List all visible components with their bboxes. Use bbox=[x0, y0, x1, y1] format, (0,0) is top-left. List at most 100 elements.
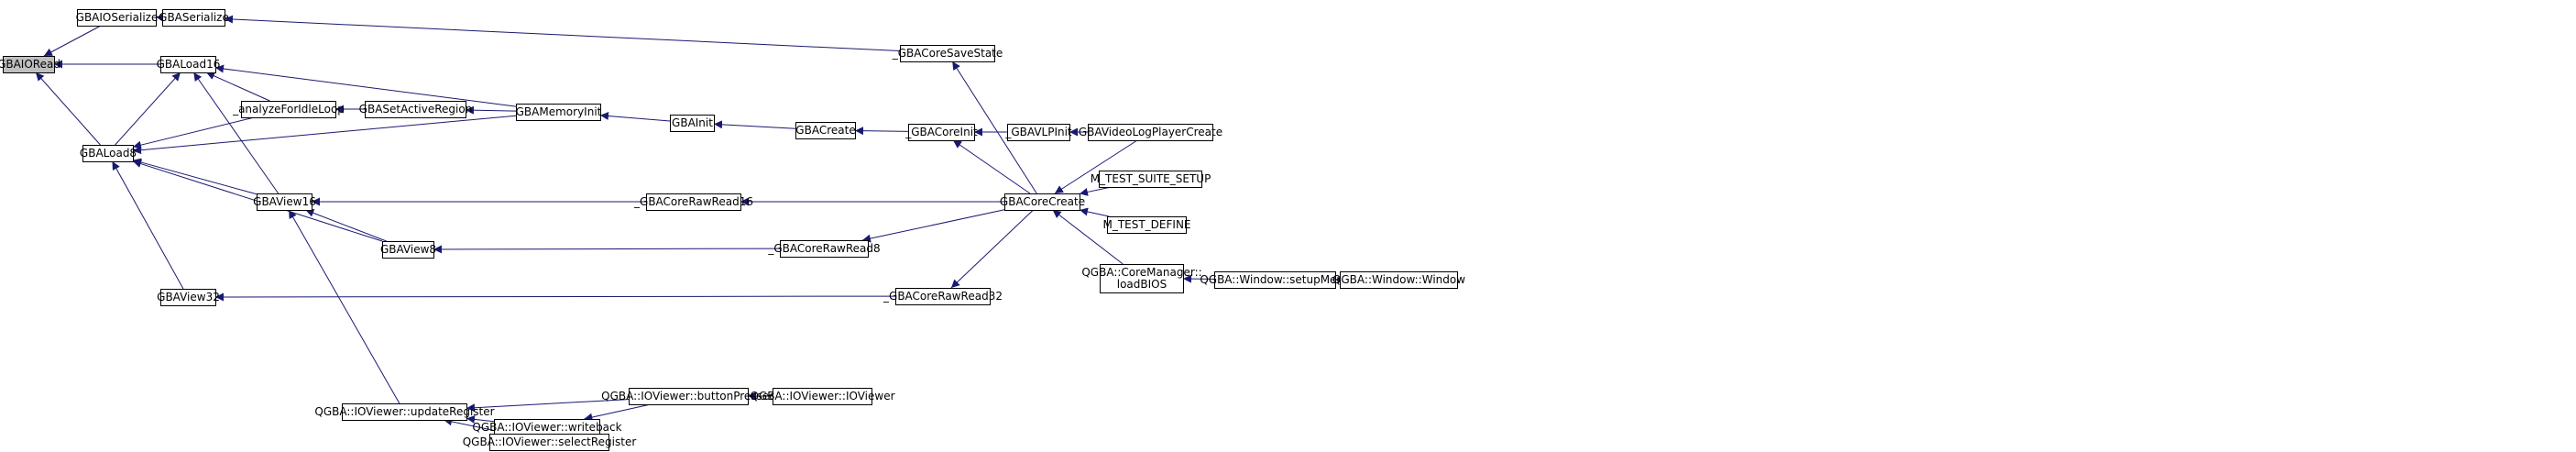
node-gbacorecreate[interactable]: GBACoreCreate bbox=[1000, 193, 1085, 211]
node-label: GBASetActiveRegion bbox=[359, 103, 473, 116]
node-ioviewer[interactable]: QGBA::IOViewer::IOViewer bbox=[750, 388, 895, 405]
node-box[interactable] bbox=[795, 122, 856, 139]
node-gbacorerawread32[interactable]: _GBACoreRawRead32 bbox=[882, 288, 1003, 305]
node-box[interactable] bbox=[162, 9, 225, 27]
edge-buttonpressed-to-writeback bbox=[584, 403, 652, 422]
node-box[interactable] bbox=[1088, 124, 1213, 141]
node-analyzeforidleloop[interactable]: _analyzeForIdleLoop bbox=[232, 101, 345, 118]
node-box[interactable] bbox=[382, 241, 434, 259]
edge-gbaview16-to-gbaload8 bbox=[132, 158, 258, 195]
node-label: QGBA::Window::Window bbox=[1332, 273, 1465, 286]
node-label: GBAView16 bbox=[253, 195, 316, 208]
node-buttonpressed[interactable]: QGBA::IOViewer::buttonPressed bbox=[601, 388, 776, 405]
edge-gbaview8-to-gbaview16 bbox=[305, 209, 387, 242]
node-gbamemoryinit[interactable]: GBAMemoryInit bbox=[516, 104, 602, 121]
edge-gbamemoryinit-to-gbaload16 bbox=[214, 64, 517, 107]
node-gbaview8[interactable]: GBAView8 bbox=[380, 241, 436, 259]
node-selectregister[interactable]: QGBA::IOViewer::selectRegister bbox=[463, 434, 637, 451]
node-gbaload8[interactable]: GBALoad8 bbox=[80, 145, 137, 162]
edge-gbavideologplayercreate-to-gbacorecreate bbox=[1054, 139, 1138, 194]
node-gbacorerawread16[interactable]: _GBACoreRawRead16 bbox=[633, 193, 753, 211]
edge-gbamemoryinit-to-gbasetactiveregion bbox=[465, 105, 517, 115]
node-label: QGBA::CoreManager:: bbox=[1081, 266, 1201, 279]
node-box[interactable] bbox=[365, 101, 466, 118]
node-gbacreate[interactable]: GBACreate bbox=[795, 122, 856, 139]
node-box[interactable] bbox=[160, 289, 216, 306]
node-gbaioread[interactable]: GBAIORead bbox=[0, 56, 60, 73]
node-box[interactable] bbox=[1107, 216, 1187, 234]
node-label: QGBA::IOViewer::updateRegister bbox=[314, 405, 494, 418]
node-window[interactable]: QGBA::Window::Window bbox=[1332, 271, 1465, 289]
node-box[interactable] bbox=[160, 56, 216, 73]
node-box[interactable] bbox=[908, 124, 975, 141]
node-gbavlpinit[interactable]: _GBAVLPInit bbox=[1004, 124, 1072, 141]
node-box[interactable] bbox=[629, 388, 749, 405]
edge-gbacoreinit-to-gbacreate bbox=[854, 127, 909, 136]
node-box[interactable] bbox=[1007, 124, 1070, 141]
node-box[interactable] bbox=[1100, 264, 1184, 293]
node-label: loadBIOS bbox=[1117, 278, 1167, 291]
node-gbaview16[interactable]: GBAView16 bbox=[253, 193, 316, 211]
node-box[interactable] bbox=[773, 388, 872, 405]
node-gbaview32[interactable]: GBAView32 bbox=[157, 289, 220, 306]
node-box[interactable] bbox=[82, 145, 134, 162]
node-mtestsuitesetup[interactable]: M_TEST_SUITE_SETUP bbox=[1091, 171, 1211, 188]
node-label: GBAView32 bbox=[157, 291, 220, 303]
node-label: _GBACoreRawRead16 bbox=[633, 195, 753, 208]
node-gbavideologplayercreate[interactable]: GBAVideoLogPlayerCreate bbox=[1079, 124, 1222, 141]
node-setupmenu[interactable]: QGBA::Window::setupMenu bbox=[1200, 271, 1351, 289]
edge-gbacorecreate-to-gbacorerawread32 bbox=[950, 209, 1034, 289]
node-gbacorerawread8[interactable]: _GBACoreRawRead8 bbox=[767, 240, 881, 258]
node-box[interactable] bbox=[489, 434, 609, 451]
node-gbaioserialize[interactable]: GBAIOSerialize bbox=[76, 9, 159, 27]
node-box[interactable] bbox=[780, 240, 869, 258]
edge-gbacorecreate-to-gbacorerawread8 bbox=[861, 209, 1005, 243]
node-label: GBAView8 bbox=[380, 243, 436, 256]
node-writeback[interactable]: QGBA::IOViewer::writeback bbox=[472, 419, 622, 436]
node-label: GBAIOSerialize bbox=[76, 11, 159, 24]
node-box[interactable] bbox=[1214, 271, 1336, 289]
node-label: QGBA::IOViewer::writeback bbox=[472, 421, 621, 434]
node-gbainit[interactable]: GBAInit bbox=[670, 115, 715, 132]
node-gbaserialize[interactable]: GBASerialize bbox=[159, 9, 229, 27]
edge-writeback-to-updateregister bbox=[466, 414, 495, 424]
node-gbacoreinit[interactable]: _GBACoreInit bbox=[904, 124, 978, 141]
node-box[interactable] bbox=[3, 56, 55, 73]
node-gbasetactiveregion[interactable]: GBASetActiveRegion bbox=[359, 101, 473, 118]
node-label: M_TEST_DEFINE bbox=[1102, 218, 1190, 231]
edge-gbaioserialize-to-gbaioread bbox=[43, 25, 102, 57]
node-gbacoresavestate[interactable]: _GBACoreSaveState bbox=[892, 45, 1003, 62]
edge-gbacoresavestate-to-gbaserialize bbox=[224, 15, 901, 52]
edge-buttonpressed-to-updateregister bbox=[466, 399, 630, 413]
node-mtestdefine[interactable]: M_TEST_DEFINE bbox=[1102, 216, 1191, 234]
node-box[interactable] bbox=[1099, 171, 1202, 188]
node-label: GBAMemoryInit bbox=[516, 105, 602, 118]
node-gbaload16[interactable]: GBALoad16 bbox=[157, 56, 221, 73]
node-box[interactable] bbox=[342, 403, 467, 421]
node-label: GBALoad16 bbox=[157, 58, 221, 71]
edge-gbacorecreate-to-gbacoresavestate bbox=[951, 61, 1037, 194]
edge-gbaview16-to-gbaload16 bbox=[192, 72, 280, 194]
node-box[interactable] bbox=[257, 193, 312, 211]
node-box[interactable] bbox=[646, 193, 741, 211]
node-updateregister[interactable]: QGBA::IOViewer::updateRegister bbox=[314, 403, 495, 421]
node-box[interactable] bbox=[241, 101, 336, 118]
node-box[interactable] bbox=[895, 288, 991, 305]
node-loadbios[interactable]: QGBA::CoreManager::loadBIOS bbox=[1081, 264, 1202, 293]
node-label: GBAInit bbox=[672, 116, 713, 129]
node-label: QGBA::Window::setupMenu bbox=[1200, 273, 1350, 286]
node-label: _analyzeForIdleLoop bbox=[232, 103, 345, 116]
node-box[interactable] bbox=[900, 45, 995, 62]
node-box[interactable] bbox=[670, 115, 715, 132]
node-label: GBACoreCreate bbox=[1000, 195, 1085, 208]
node-label: _GBACoreRawRead8 bbox=[767, 242, 880, 255]
node-box[interactable] bbox=[1004, 193, 1080, 211]
edge-gbaload8-to-gbaioread bbox=[35, 72, 101, 146]
node-label: GBALoad8 bbox=[80, 147, 137, 160]
node-box[interactable] bbox=[1340, 271, 1458, 289]
node-box[interactable] bbox=[77, 9, 157, 27]
edge-mtestsuitesetup-to-gbacorecreate bbox=[1079, 186, 1112, 196]
edge-gbaload8-to-gbaload16 bbox=[115, 72, 181, 146]
node-label: _GBAVLPInit bbox=[1004, 126, 1072, 138]
node-box[interactable] bbox=[516, 104, 601, 121]
